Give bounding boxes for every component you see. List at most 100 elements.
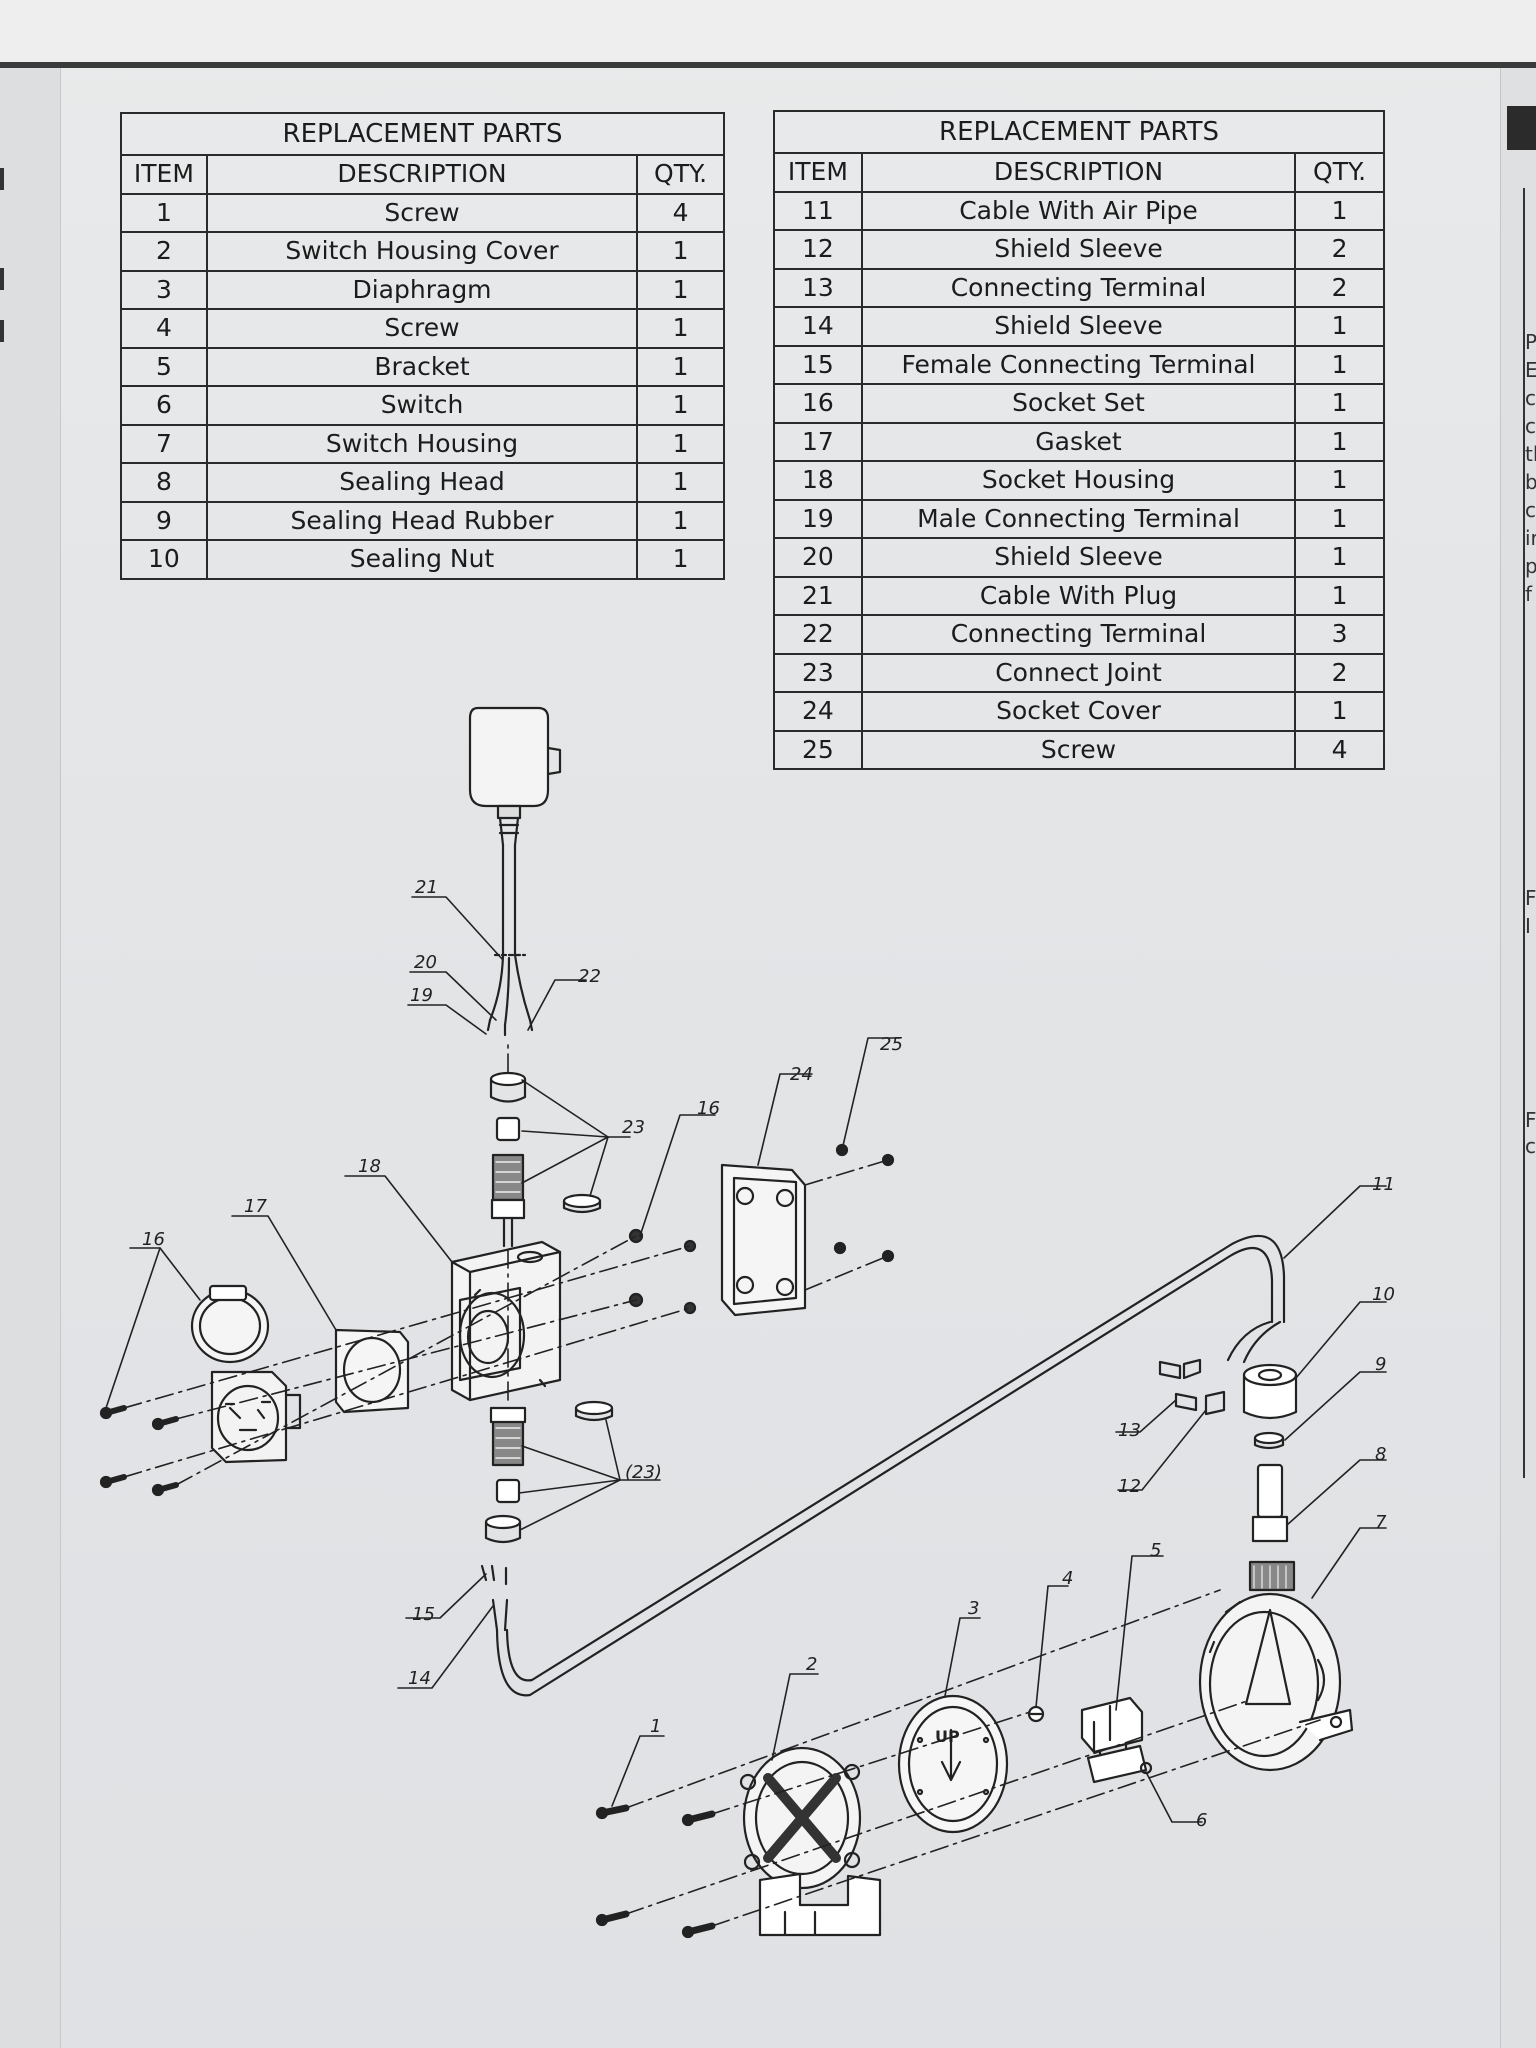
right-page-fragment: tl <box>1525 442 1536 466</box>
callout-2: 2 <box>806 1654 817 1675</box>
callout-6: 6 <box>1196 1810 1207 1831</box>
callout-4: 4 <box>1062 1568 1073 1589</box>
item-qty: 1 <box>636 462 725 503</box>
item-number: 6 <box>120 385 208 426</box>
screws-1 <box>595 1804 716 1939</box>
right-page-fragment: p <box>1525 554 1536 578</box>
callout-18: 18 <box>358 1156 381 1177</box>
edge-mark <box>0 268 4 290</box>
leader-lines <box>105 896 1387 1823</box>
right-page-fragment: c <box>1525 414 1536 438</box>
item-description: Socket Housing <box>860 460 1297 501</box>
item-description: Shield Sleeve <box>860 537 1297 578</box>
item-description: Cable With Plug <box>860 575 1297 616</box>
left-page-edge <box>0 68 61 2048</box>
right-page-fragment: F <box>1525 886 1536 910</box>
alignment-lines <box>123 1039 1321 1927</box>
item-description: Screw <box>860 729 1297 770</box>
replacement-parts-table-left: REPLACEMENT PARTS ITEM DESCRIPTION QTY. … <box>120 112 725 580</box>
bracket-and-switch <box>1080 1696 1153 1784</box>
item-description: Sealing Nut <box>205 539 639 580</box>
item-qty: 1 <box>1294 575 1385 616</box>
screws-25 <box>833 1143 895 1263</box>
item-description: Screw <box>205 308 639 349</box>
item-qty: 1 <box>1294 306 1385 347</box>
switch-housing <box>1198 1560 1354 1772</box>
item-description: Socket Set <box>860 383 1297 424</box>
item-description: Bracket <box>205 346 639 387</box>
right-page-fragment: P <box>1525 330 1536 354</box>
item-description: Diaphragm <box>205 269 639 310</box>
callout-20: 20 <box>414 952 437 973</box>
item-number: 9 <box>120 500 208 541</box>
item-qty: 1 <box>636 346 725 387</box>
item-qty: 1 <box>1294 691 1385 732</box>
item-qty: 1 <box>636 231 725 272</box>
callout-16-left: 16 <box>142 1229 165 1250</box>
item-description: Male Connecting Terminal <box>860 498 1297 539</box>
item-qty: 1 <box>636 500 725 541</box>
callout-1: 1 <box>650 1716 661 1737</box>
item-number: 17 <box>773 421 863 462</box>
item-description: Switch Housing <box>205 423 639 464</box>
table-title: REPLACEMENT PARTS <box>773 110 1385 154</box>
callout-22: 22 <box>578 966 601 987</box>
right-page-fragment: E <box>1525 358 1536 382</box>
callout-16-right: 16 <box>697 1098 720 1119</box>
item-number: 11 <box>773 190 863 231</box>
item-description: Sealing Head <box>205 462 639 503</box>
terminals-13-12 <box>1158 1358 1226 1416</box>
item-qty: 2 <box>1294 267 1385 308</box>
connect-joint-lower <box>484 1400 614 1544</box>
item-number: 16 <box>773 383 863 424</box>
right-page-fragment: c <box>1525 386 1536 410</box>
gasket <box>334 1328 410 1414</box>
item-qty: 1 <box>1294 383 1385 424</box>
column-header-description: DESCRIPTION <box>860 152 1297 193</box>
item-description: Connect Joint <box>860 652 1297 693</box>
callout-24: 24 <box>790 1064 813 1085</box>
callout-15: 15 <box>412 1604 435 1625</box>
item-number: 5 <box>120 346 208 387</box>
right-page-fragment: I <box>1525 914 1531 938</box>
diaphragm-up-mark: UP <box>935 1727 960 1746</box>
item-description: Shield Sleeve <box>860 306 1297 347</box>
item-number: 1 <box>120 192 208 233</box>
right-page-frame <box>1523 188 1536 1478</box>
column-header-item: ITEM <box>773 152 863 193</box>
right-page-fragment: ir <box>1525 526 1536 550</box>
sealing-parts <box>1242 1363 1298 1543</box>
item-number: 14 <box>773 306 863 347</box>
diaphragm <box>897 1694 1009 1834</box>
column-header-item: ITEM <box>120 154 208 195</box>
item-qty: 1 <box>1294 190 1385 231</box>
callout-7: 7 <box>1375 1512 1387 1533</box>
item-description: Switch <box>205 385 639 426</box>
cable-11-air-pipe <box>495 1234 1286 1697</box>
item-number: 23 <box>773 652 863 693</box>
item-qty: 1 <box>636 308 725 349</box>
item-qty: 1 <box>636 269 725 310</box>
item-description: Female Connecting Terminal <box>860 344 1297 385</box>
item-qty: 1 <box>636 385 725 426</box>
right-page-fragment: c <box>1525 498 1536 522</box>
item-number: 20 <box>773 537 863 578</box>
